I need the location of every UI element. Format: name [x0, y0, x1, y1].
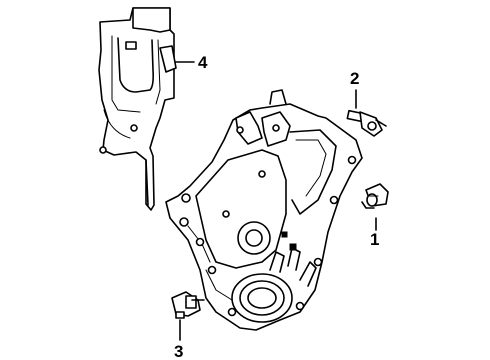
part-4-shield	[98, 7, 177, 211]
callout-1: 1	[370, 217, 379, 249]
front-cover	[165, 89, 363, 331]
callout-1-label: 1	[370, 230, 379, 249]
callout-4: 4	[175, 53, 208, 72]
callout-3-label: 3	[174, 342, 183, 360]
part-2-sensor	[346, 109, 387, 137]
callout-2-label: 2	[350, 69, 359, 88]
callout-4-label: 4	[198, 53, 208, 72]
part-1-sensor	[361, 183, 389, 209]
part-3-sensor	[171, 291, 205, 319]
callout-2: 2	[350, 69, 359, 109]
callout-3: 3	[174, 319, 183, 360]
